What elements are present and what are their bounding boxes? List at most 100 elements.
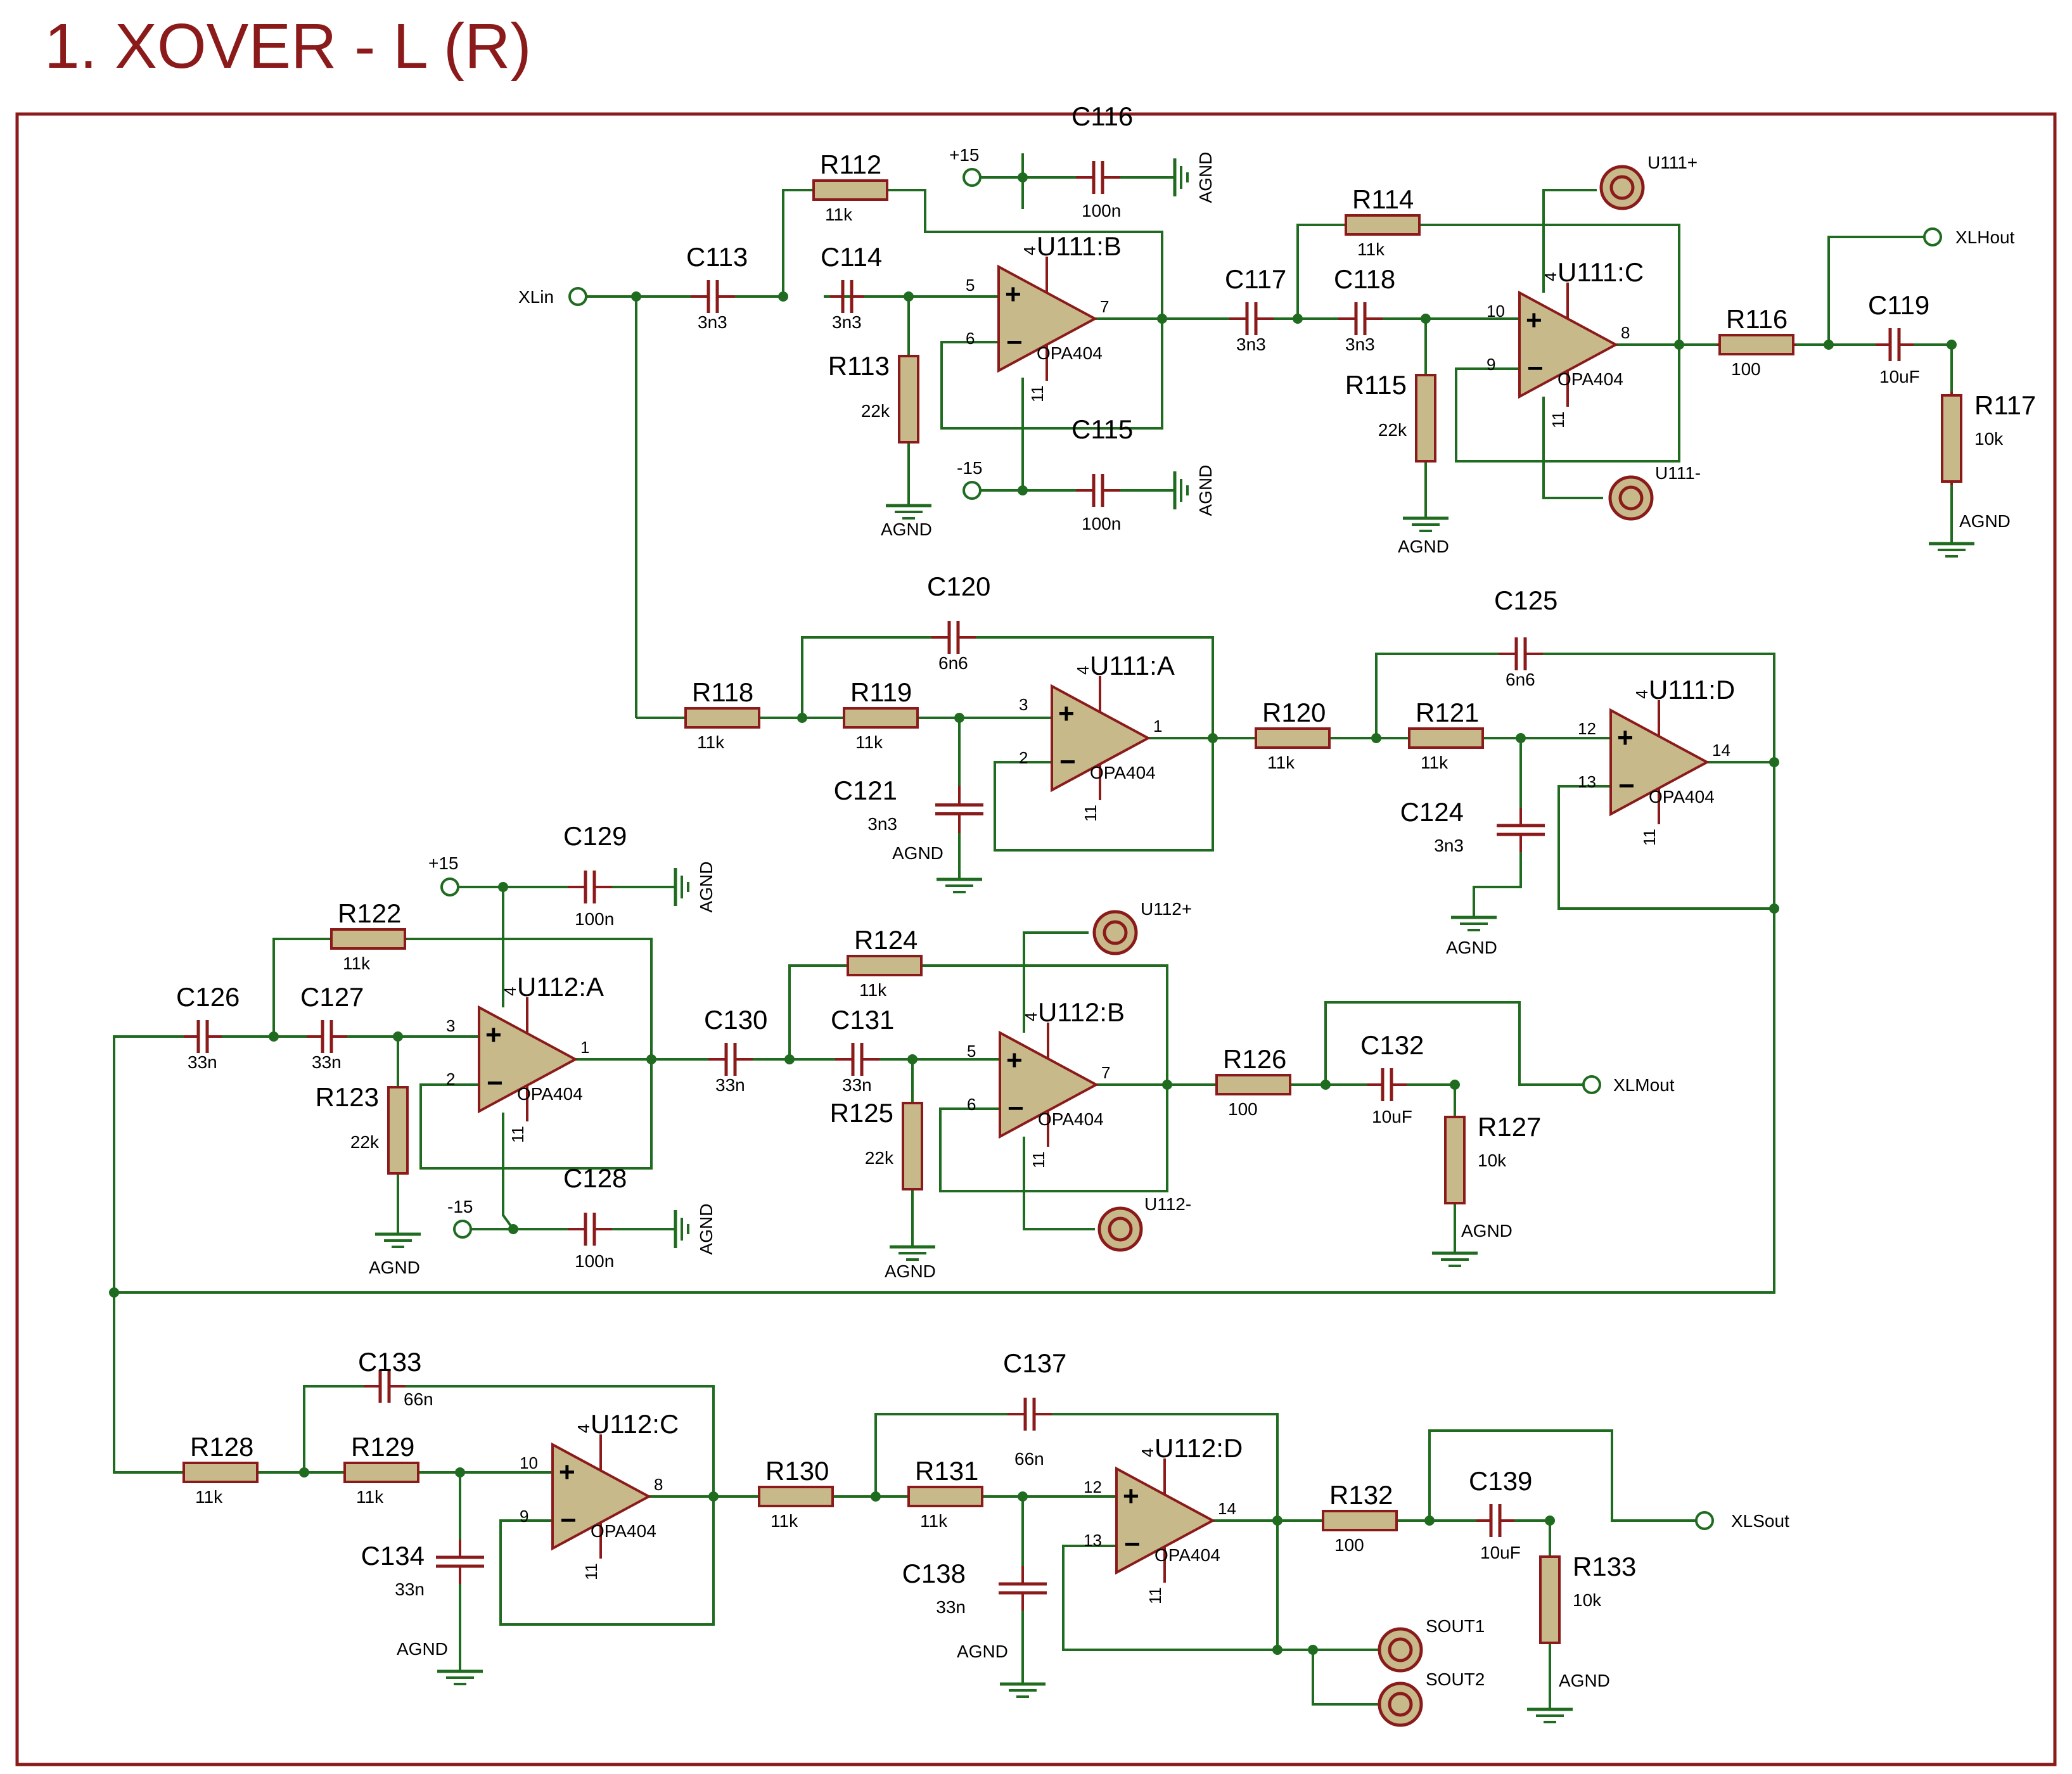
terminal-label-xlsout: XLSout	[1731, 1511, 1789, 1531]
resistor-value: 11k	[855, 732, 883, 752]
junction-dot	[797, 713, 807, 723]
ground-label: AGND	[1461, 1221, 1512, 1241]
pin-number: 2	[446, 1069, 455, 1088]
pin-number: 2	[1019, 748, 1028, 767]
terminal-circle	[1923, 227, 1942, 246]
resistor-ref: R118	[692, 677, 753, 707]
plus-sign: +	[1617, 722, 1634, 753]
capacitor-value: 100n	[575, 909, 614, 929]
pin-number: 11	[508, 1126, 527, 1143]
pin-number: 11	[1081, 805, 1100, 822]
connector-label: U112+	[1141, 899, 1192, 919]
wire	[303, 1385, 364, 1472]
pin-number: 4	[1020, 246, 1039, 255]
wire	[1542, 189, 1597, 293]
pin-number: 8	[1621, 323, 1630, 342]
connector-label: U111-	[1655, 463, 1701, 483]
junction-dot	[1516, 733, 1526, 743]
pin-number: 4	[1541, 272, 1560, 281]
capacitor-ref: C134	[361, 1541, 425, 1571]
connector-label: U111+	[1647, 153, 1698, 172]
resistor-value: 11k	[825, 205, 853, 224]
resistor-value: 10k	[1478, 1151, 1507, 1170]
minus-sign: −	[1007, 1093, 1024, 1124]
junction-dot	[954, 713, 964, 723]
pin-number: 12	[1084, 1477, 1102, 1496]
opamp-ref: U111:C	[1557, 257, 1644, 287]
wire	[114, 654, 1775, 1294]
capacitor-ref: C131	[831, 1005, 894, 1035]
wire	[1542, 397, 1603, 499]
capacitor-ref: C130	[704, 1005, 767, 1035]
opamp-ref: U111:A	[1090, 651, 1175, 680]
capacitor-value: 33n	[395, 1579, 425, 1599]
capacitor-value: 10uF	[1372, 1107, 1412, 1126]
junction-dot	[1371, 733, 1381, 743]
wire	[887, 189, 1163, 319]
resistor-ref: R112	[820, 150, 881, 179]
minus-sign: −	[1527, 353, 1544, 384]
resistor-ref: R132	[1329, 1480, 1393, 1510]
capacitor-ref: C119	[1868, 290, 1929, 320]
resistor-body	[387, 1086, 409, 1175]
resistor-ref: R117	[1974, 390, 2036, 420]
junction-dot	[1157, 314, 1167, 324]
junction-dot	[1308, 1645, 1318, 1655]
opamp-triangle	[1609, 708, 1710, 817]
pin-number: 11	[1549, 411, 1568, 428]
capacitor-value: 10uF	[1480, 1543, 1521, 1562]
junction-dot	[871, 1491, 881, 1502]
resistor-body	[1345, 214, 1421, 236]
pin-number: 5	[967, 1042, 976, 1061]
terminal-label-xlhout: XLHout	[1955, 227, 2015, 247]
wire	[1557, 785, 1774, 910]
junction-dot	[455, 1467, 465, 1477]
capacitor-value: 100n	[1082, 514, 1121, 533]
resistor-value: 11k	[697, 732, 725, 752]
frame-border	[15, 112, 2057, 1766]
opamp-ref: U112:B	[1038, 997, 1125, 1027]
opamp-type: OPA404	[591, 1521, 656, 1541]
junction-dot	[708, 1491, 719, 1502]
wire	[874, 1413, 1007, 1496]
resistor-value: 10k	[1573, 1590, 1602, 1610]
capacitor-ref: C128	[563, 1163, 627, 1193]
wire	[407, 938, 653, 1059]
resistor-body	[847, 955, 923, 976]
terminal-circle	[962, 168, 982, 187]
minus-sign: −	[1618, 770, 1635, 801]
capacitor-ref: C115	[1071, 414, 1133, 444]
junction-dot	[1450, 1080, 1460, 1090]
capacitor-value: 3n3	[1345, 335, 1375, 354]
junction-dot	[1018, 485, 1028, 495]
resistor-body	[343, 1462, 419, 1483]
plus-sign: +	[1526, 305, 1542, 336]
wire	[1296, 224, 1346, 319]
opamp-type: OPA404	[1038, 1109, 1104, 1129]
pin-number: 5	[966, 276, 975, 295]
resistor-body	[1718, 334, 1794, 355]
wire	[994, 738, 1214, 852]
pin-number: 11	[1029, 1151, 1048, 1168]
terminal-circle	[568, 287, 587, 306]
capacitor-value: 33n	[936, 1597, 966, 1617]
resistor-ref: R126	[1223, 1044, 1286, 1074]
junction-dot	[269, 1031, 279, 1042]
pin-number: 4	[1021, 1012, 1040, 1021]
opamp-triangle	[997, 264, 1098, 373]
pin-number: 4	[1073, 666, 1092, 675]
wire	[1052, 1413, 1279, 1521]
wire	[939, 1085, 1168, 1192]
resistor-ref: R122	[338, 898, 401, 928]
wire	[419, 1059, 653, 1170]
plus-sign: +	[485, 1019, 502, 1050]
opamp-triangle	[1051, 684, 1151, 793]
terminal-circle	[453, 1220, 472, 1239]
plus-sign: +	[1006, 1045, 1023, 1076]
minus-sign: −	[1059, 746, 1076, 777]
opamp-triangle	[478, 1005, 579, 1114]
ground-label: AGND	[1959, 511, 2011, 531]
pin-number: 4	[1138, 1448, 1157, 1457]
terminal-label-xlmout: XLMout	[1613, 1075, 1675, 1095]
